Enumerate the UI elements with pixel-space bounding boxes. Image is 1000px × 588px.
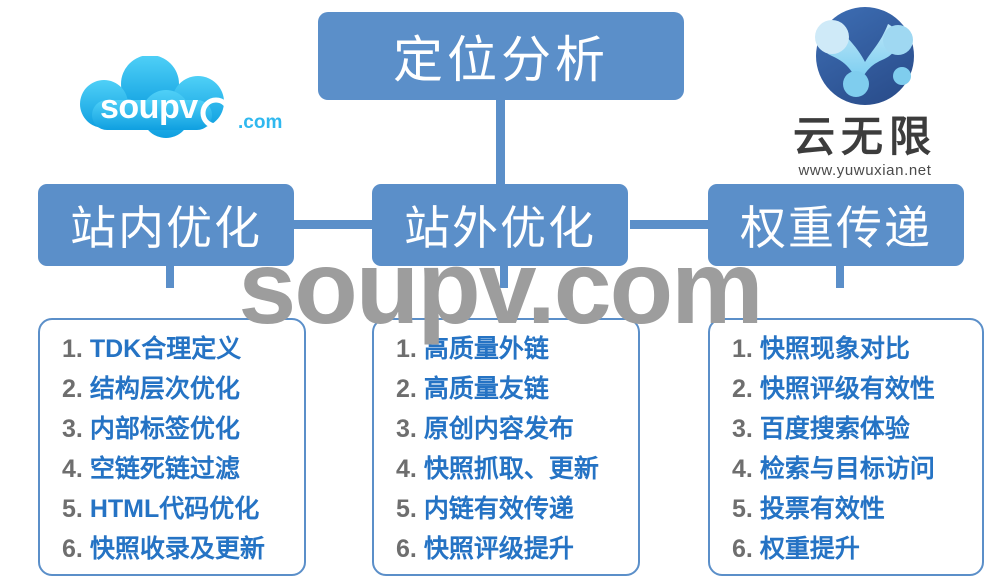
- list-box-weight-transfer: 1. 快照现象对比 2. 快照评级有效性 3. 百度搜索体验 4. 检索与目标访…: [708, 318, 984, 576]
- list-item-label: 检索与目标访问: [759, 455, 935, 483]
- list-item: 1. TDK合理定义: [40, 329, 304, 369]
- list-item: 3. 内部标签优化: [40, 409, 304, 449]
- list-item-number: 2.: [732, 375, 753, 403]
- list-item-number: 3.: [732, 415, 753, 443]
- connector-header1-to-list1: [166, 262, 174, 288]
- list-item-label: 快照评级提升: [423, 535, 574, 563]
- svg-text:soupv: soupv: [100, 88, 198, 126]
- header-box-on-site: 站内优化: [38, 184, 294, 266]
- connector-title-to-middle: [496, 96, 505, 192]
- list-item-label: 快照评级有效性: [759, 375, 935, 403]
- list-item-number: 5.: [732, 495, 753, 523]
- list-item-number: 3.: [396, 415, 417, 443]
- list-item-label: 内部标签优化: [89, 415, 240, 443]
- list-item-label: 结构层次优化: [89, 375, 240, 403]
- list-item-label: 空链死链过滤: [89, 455, 240, 483]
- yuwuxian-name: 云无限: [792, 113, 937, 160]
- list-box-off-site: 1. 高质量外链 2. 高质量友链 3. 原创内容发布 4. 快照抓取、更新 5…: [372, 318, 640, 576]
- yuwuxian-emblem-icon: [815, 7, 914, 105]
- list-item-number: 4.: [396, 455, 417, 483]
- list-item-number: 6.: [396, 535, 417, 563]
- list-item-label: 内链有效传递: [423, 495, 574, 523]
- list-item: 4. 检索与目标访问: [710, 449, 982, 489]
- list-item-label: 高质量外链: [423, 335, 549, 363]
- list-item: 3. 百度搜索体验: [710, 409, 982, 449]
- list-item-number: 3.: [62, 415, 83, 443]
- list-item-label: 权重提升: [759, 535, 860, 563]
- list-item: 4. 快照抓取、更新: [374, 449, 638, 489]
- list-item: 6. 权重提升: [710, 529, 982, 569]
- list-item-number: 2.: [62, 375, 83, 403]
- list-box-on-site: 1. TDK合理定义 2. 结构层次优化 3. 内部标签优化 4. 空链死链过滤…: [38, 318, 306, 576]
- list-item-number: 1.: [396, 335, 417, 363]
- list-item-label: 快照现象对比: [759, 335, 910, 363]
- list-item-number: 4.: [62, 455, 83, 483]
- cloud-magnifier-icon: soupv .com: [80, 56, 282, 138]
- title-box: 定位分析: [318, 12, 684, 100]
- list-item-number: 2.: [396, 375, 417, 403]
- list-item: 2. 结构层次优化: [40, 369, 304, 409]
- list-item-number: 6.: [62, 535, 83, 563]
- list-item-label: 快照抓取、更新: [423, 455, 599, 483]
- list-item-label: 原创内容发布: [423, 415, 574, 443]
- list-item-number: 1.: [62, 335, 83, 363]
- list-item: 5. HTML代码优化: [40, 489, 304, 529]
- svg-text:.com: .com: [238, 112, 282, 133]
- header-label-off-site: 站外优化: [404, 202, 596, 254]
- header-label-on-site: 站内优化: [70, 202, 262, 254]
- list-item: 2. 快照评级有效性: [710, 369, 982, 409]
- list-item: 6. 快照收录及更新: [40, 529, 304, 569]
- list-item: 5. 内链有效传递: [374, 489, 638, 529]
- yuwuxian-url: www.yuwuxian.net: [798, 162, 932, 180]
- connector-middle-to-right: [630, 220, 720, 229]
- list-item-label: 投票有效性: [759, 495, 885, 523]
- list-item-number: 1.: [732, 335, 753, 363]
- header-box-weight-transfer: 权重传递: [708, 184, 964, 266]
- connector-header3-to-list3: [836, 262, 844, 288]
- header-box-off-site: 站外优化: [372, 184, 628, 266]
- list-item-number: 5.: [62, 495, 83, 523]
- list-item: 1. 快照现象对比: [710, 329, 982, 369]
- list-item: 6. 快照评级提升: [374, 529, 638, 569]
- list-item-number: 4.: [732, 455, 753, 483]
- list-item-number: 6.: [732, 535, 753, 563]
- list-item: 3. 原创内容发布: [374, 409, 638, 449]
- yuwuxian-logo: 云无限 www.yuwuxian.net: [752, 4, 978, 180]
- connector-header2-to-list2: [500, 262, 508, 288]
- header-label-weight-transfer: 权重传递: [740, 202, 932, 254]
- soupv-logo: soupv .com: [58, 56, 298, 156]
- page-title: 定位分析: [393, 32, 609, 88]
- list-item: 1. 高质量外链: [374, 329, 638, 369]
- connector-middle-to-left: [290, 220, 380, 229]
- list-item: 5. 投票有效性: [710, 489, 982, 529]
- list-item: 2. 高质量友链: [374, 369, 638, 409]
- list-item-number: 5.: [396, 495, 417, 523]
- list-item-label: TDK合理定义: [89, 335, 242, 363]
- list-item-label: 高质量友链: [423, 375, 549, 403]
- list-item-label: 快照收录及更新: [89, 535, 265, 563]
- list-item-label: HTML代码优化: [89, 495, 260, 523]
- list-item-label: 百度搜索体验: [759, 415, 910, 443]
- list-item: 4. 空链死链过滤: [40, 449, 304, 489]
